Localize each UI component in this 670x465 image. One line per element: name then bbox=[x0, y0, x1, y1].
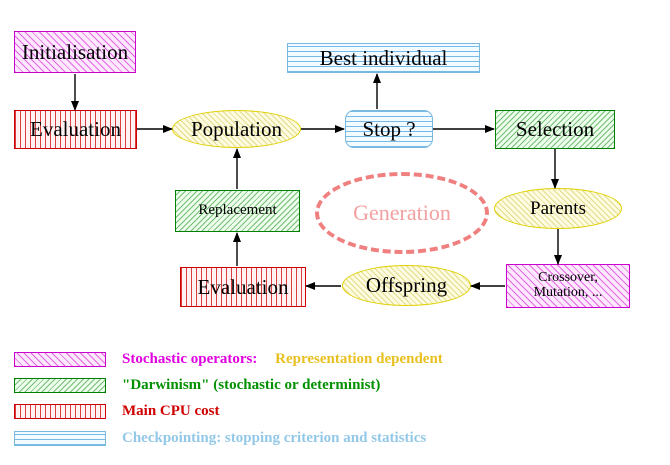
legend-row-main-cpu-cost: Main CPU cost bbox=[0, 400, 670, 422]
node-selection-label: Selection bbox=[515, 117, 595, 142]
node-evaluation-top[interactable]: Evaluation bbox=[14, 110, 137, 149]
node-generation-group: Generation bbox=[315, 172, 489, 254]
legend-row-darwinism: "Darwinism" (stochastic or determinist) bbox=[0, 374, 670, 396]
legend-label-stochastic-operators: Stochastic operators: Representation dep… bbox=[122, 351, 443, 368]
node-initialisation-label: Initialisation bbox=[21, 39, 129, 64]
node-replacement[interactable]: Replacement bbox=[175, 190, 300, 232]
legend-label-checkpointing: Checkpointing: stopping criterion and st… bbox=[122, 429, 427, 446]
node-variation-operators-line1: Crossover, bbox=[538, 270, 598, 286]
node-evaluation-top-label: Evaluation bbox=[30, 117, 121, 142]
node-generation-label: Generation bbox=[353, 200, 451, 225]
legend-swatch-magenta-diagonal-hatch bbox=[14, 351, 106, 367]
legend-label-main-cpu-cost: Main CPU cost bbox=[122, 402, 220, 419]
node-parents-label: Parents bbox=[530, 197, 586, 219]
node-variation-operators-line2: Mutation, ... bbox=[533, 285, 603, 300]
legend-label-stochastic-operators-key: Stochastic operators: bbox=[122, 350, 258, 367]
node-population[interactable]: Population bbox=[172, 110, 301, 148]
legend-row-checkpointing: Checkpointing: stopping criterion and st… bbox=[0, 427, 670, 449]
legend-row-stochastic-operators: Stochastic operators: Representation dep… bbox=[0, 348, 670, 370]
legend-label-darwinism: "Darwinism" (stochastic or determinist) bbox=[122, 376, 381, 393]
legend: Stochastic operators: Representation dep… bbox=[0, 330, 670, 465]
node-variation-operators[interactable]: Crossover, Mutation, ... bbox=[506, 264, 630, 308]
node-evaluation-bottom[interactable]: Evaluation bbox=[180, 267, 306, 307]
legend-swatch-red-vertical-hatch bbox=[14, 403, 106, 419]
node-evaluation-bottom-label: Evaluation bbox=[197, 274, 289, 299]
node-replacement-label: Replacement bbox=[198, 202, 277, 219]
node-offspring[interactable]: Offspring bbox=[342, 265, 471, 306]
node-best-individual-label: Best individual bbox=[319, 45, 448, 70]
node-initialisation[interactable]: Initialisation bbox=[14, 31, 136, 73]
node-stop-decision[interactable]: Stop ? bbox=[345, 110, 433, 148]
node-offspring-label: Offspring bbox=[365, 273, 448, 298]
node-selection[interactable]: Selection bbox=[495, 110, 615, 149]
legend-swatch-green-diagonal-hatch bbox=[14, 377, 106, 393]
legend-swatch-blue-horizontal-hatch bbox=[14, 430, 106, 446]
node-stop-decision-label: Stop ? bbox=[362, 116, 416, 141]
node-best-individual[interactable]: Best individual bbox=[287, 43, 480, 73]
node-population-label: Population bbox=[190, 116, 282, 141]
node-parents[interactable]: Parents bbox=[494, 188, 622, 229]
legend-label-stochastic-operators-value: Representation dependent bbox=[275, 350, 443, 367]
